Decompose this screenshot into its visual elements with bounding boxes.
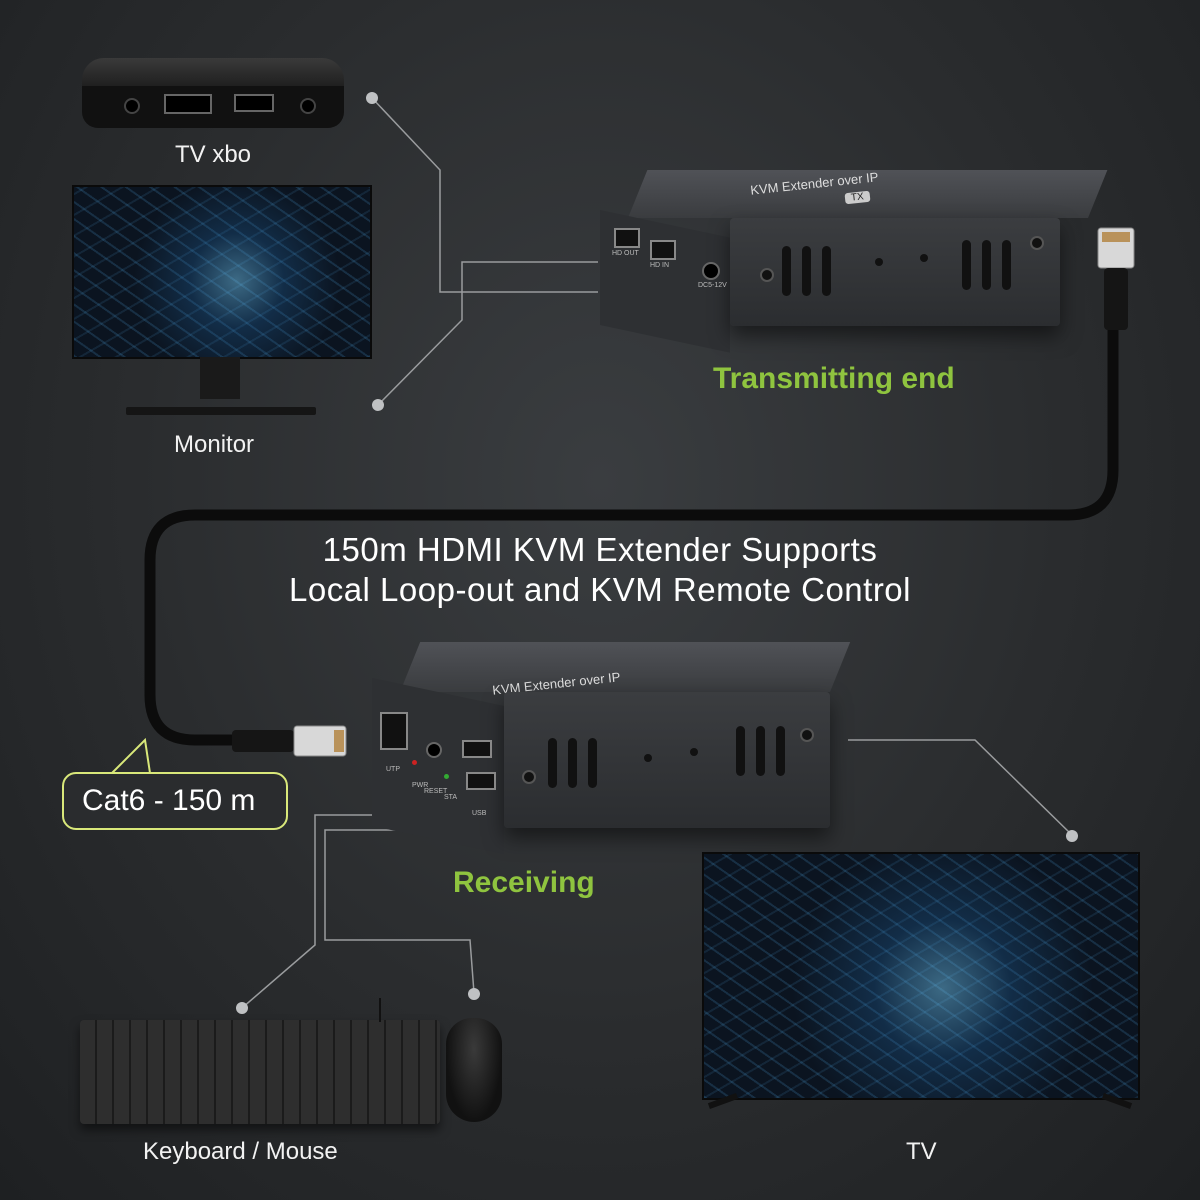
hdmi-out-port (614, 228, 640, 248)
dc-port (702, 262, 720, 280)
tv-screen (702, 852, 1140, 1100)
rx-port-label-2: PWR (412, 782, 429, 789)
sta-led (444, 774, 449, 779)
headline-line-2: Local Loop-out and KVM Remote Control (288, 571, 911, 608)
usb-port-1 (462, 740, 492, 758)
mouse-cable (379, 998, 381, 1022)
tv-box (82, 58, 344, 128)
tv-box-label: TV xbo (175, 141, 252, 168)
rx-port-label-4: STA (444, 794, 458, 801)
keyboard-mouse-label: Keyboard / Mouse (143, 1138, 338, 1165)
tx-port-label-2: HD IN (650, 262, 670, 269)
reset-button (426, 742, 442, 758)
utp-port (380, 712, 408, 750)
headline-line-1: 150m HDMI KVM Extender Supports (322, 531, 878, 568)
rx-port-label-1: UTP (386, 766, 400, 773)
transmitter-device: KVM Extender over IP TX HD OUT HD IN DC5… (600, 169, 1108, 353)
rx-port-label-3: RESET (424, 788, 448, 795)
transmitting-label: Transmitting end (713, 362, 955, 395)
usb-port-2 (466, 772, 496, 790)
tx-port-label-3: DC5-12V (698, 282, 727, 289)
monitor-label: Monitor (174, 431, 255, 458)
rx-port-label-5: USB (472, 810, 487, 817)
receiving-label: Receiving (453, 866, 595, 899)
cable-callout: Cat6 - 150 m (62, 772, 288, 830)
receiver-device: KVM Extender over IP TX UTP PWR RESET ST… (372, 642, 851, 855)
tx-port-label-1: HD OUT (612, 250, 639, 257)
mouse (446, 1018, 502, 1122)
keyboard (80, 1020, 440, 1124)
tv (702, 852, 1140, 1124)
hdmi-in-port (650, 240, 676, 260)
monitor-screen (72, 185, 372, 359)
tv-label: TV (906, 1138, 937, 1165)
pwr-led (412, 760, 417, 765)
monitor (72, 185, 372, 417)
